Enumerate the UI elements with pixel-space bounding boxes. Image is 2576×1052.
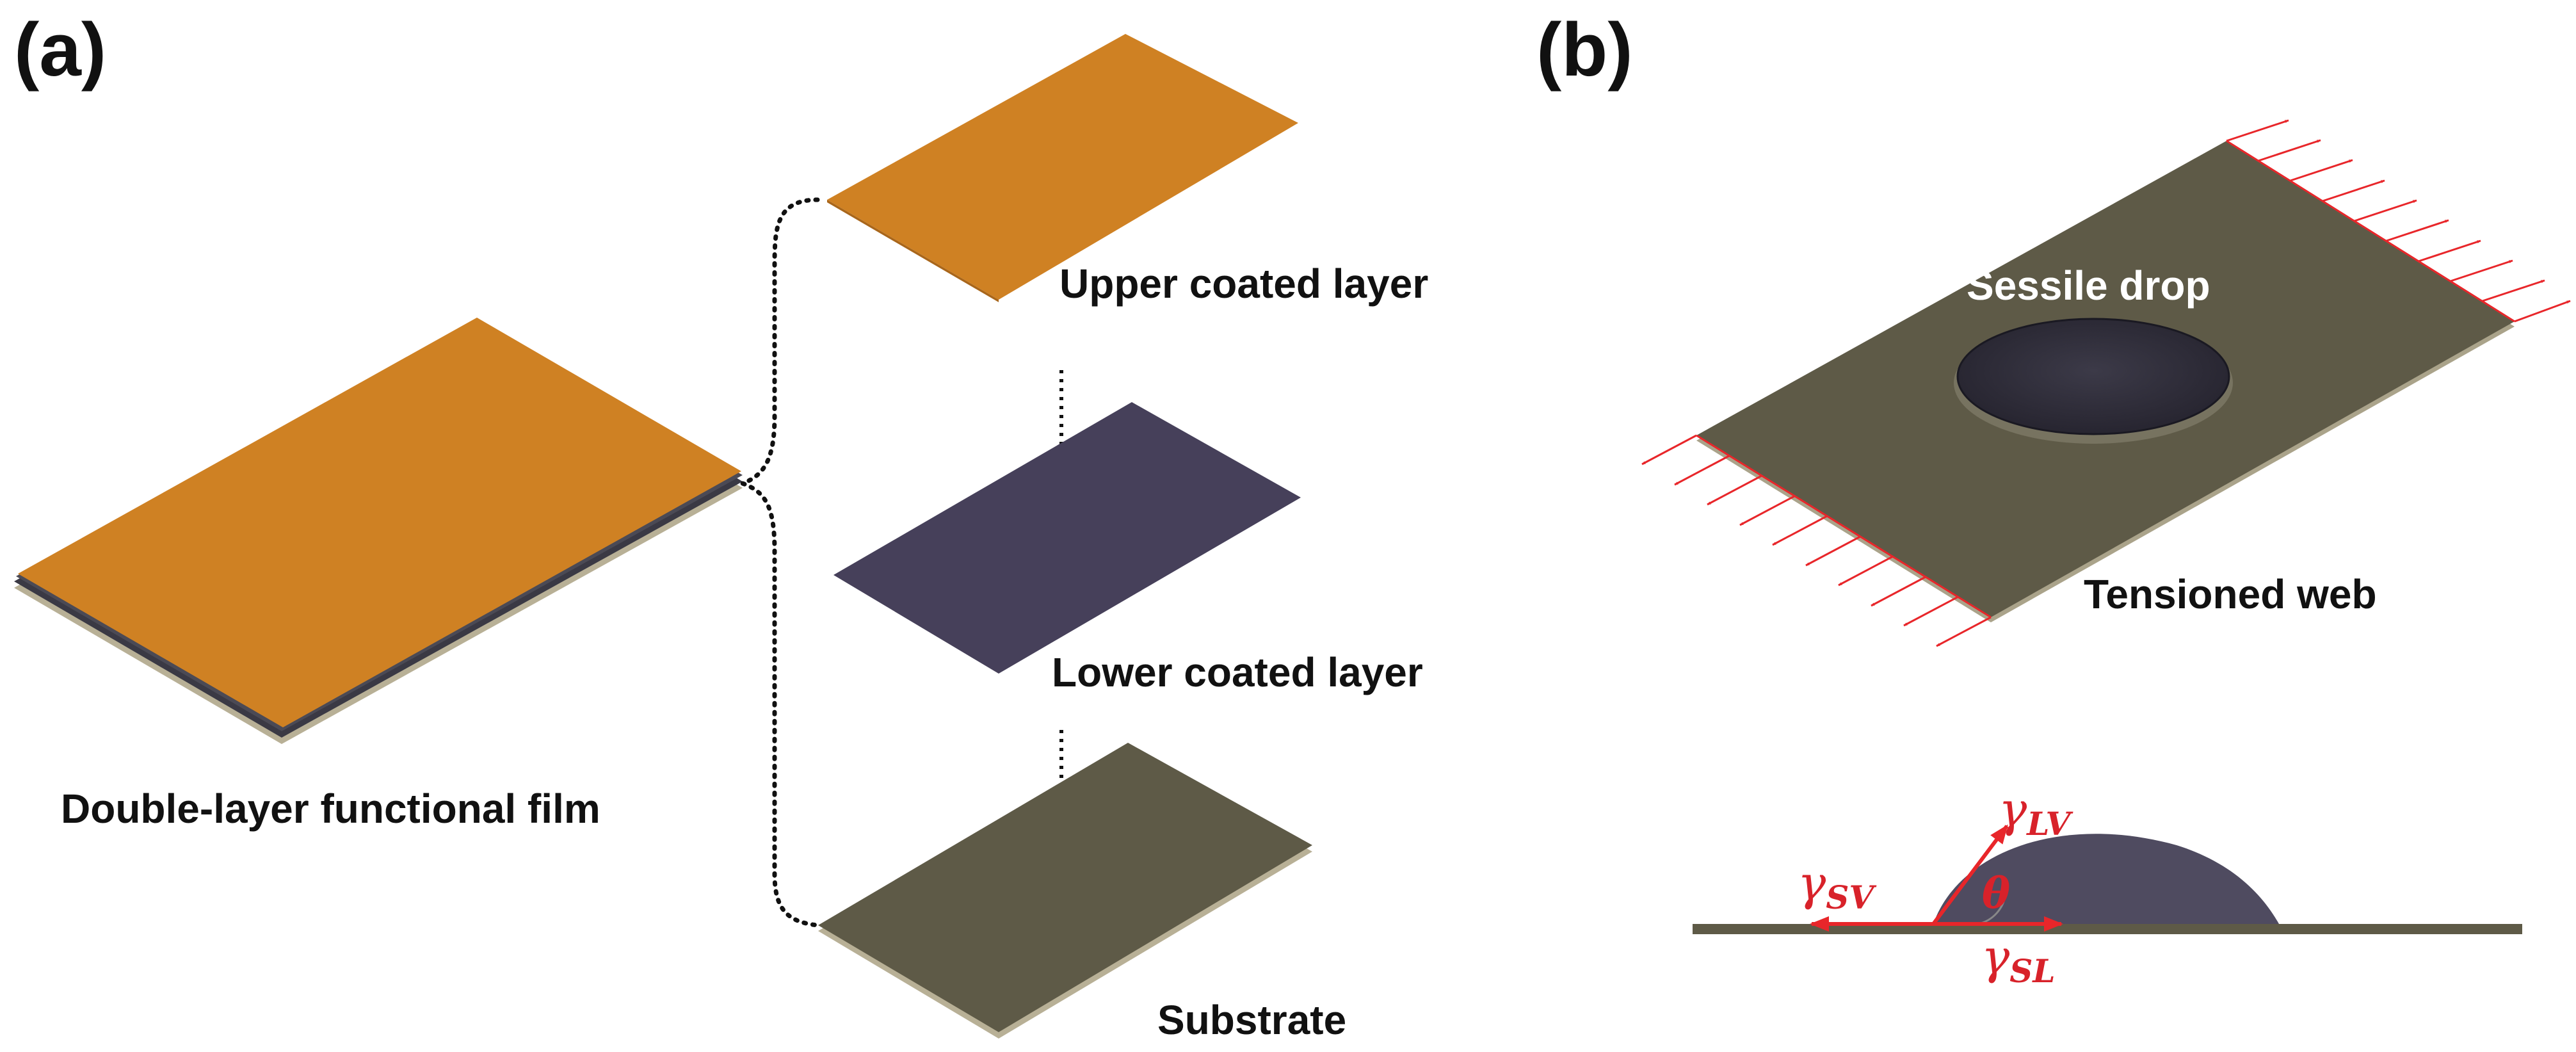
caption-substrate: Substrate <box>1157 997 1346 1043</box>
upper-coated-layer-sheet <box>827 34 1298 300</box>
caption-film: Double-layer functional film <box>61 786 600 832</box>
label-gamma-sv: γSV <box>1798 856 1877 916</box>
label-gamma-lv: γLV <box>1999 782 2073 843</box>
sessile-drop-top <box>1954 318 2233 444</box>
gamma-lv-arrow <box>1931 824 2009 925</box>
surface-baseline <box>1693 924 2522 934</box>
substrate-sheet <box>818 743 1312 1039</box>
caption-tensioned-web: Tensioned web <box>2084 571 2377 617</box>
lower-coated-layer-sheet <box>833 402 1301 674</box>
droplet-profile <box>1933 834 2279 924</box>
panel-label-a: (a) <box>14 8 106 92</box>
caption-lower-layer: Lower coated layer <box>1052 649 1423 695</box>
double-layer-film <box>14 318 743 744</box>
panel-label-b: (b) <box>1536 8 1633 92</box>
caption-sessile-drop: Sessile drop <box>1967 263 2210 309</box>
label-theta: θ <box>1982 868 2010 918</box>
caption-upper-layer: Upper coated layer <box>1059 261 1428 307</box>
exploded-view-bracket <box>736 197 820 928</box>
tension-arrows-right <box>2226 119 2571 323</box>
contact-angle-diagram <box>1693 824 2522 934</box>
film-upper-layer <box>18 318 741 727</box>
label-gamma-sl: γSL <box>1981 930 2056 990</box>
tension-arrows-left <box>1641 434 1992 647</box>
